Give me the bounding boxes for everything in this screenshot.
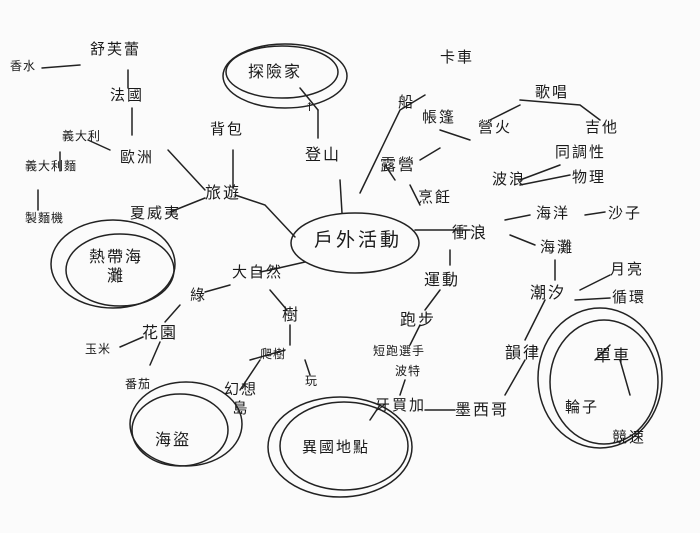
node-sand: 沙子	[608, 204, 643, 222]
bicycle-circle-inner	[549, 319, 659, 445]
node-exercise: 運動	[424, 270, 461, 289]
node-boat: 船	[398, 93, 416, 111]
node-ocean: 海洋	[536, 204, 571, 222]
node-perfume: 香水	[10, 59, 37, 73]
explorer-circle-inner	[225, 45, 339, 99]
node-mexico: 墨西哥	[455, 400, 510, 419]
node-jamaica: 牙買加	[375, 396, 427, 414]
explorer-circle	[222, 43, 348, 109]
center-outline	[290, 212, 420, 274]
node-bonfire: 營火	[478, 118, 513, 136]
node-travel: 旅遊	[205, 183, 242, 202]
node-name: 波特	[395, 364, 422, 378]
node-wheel: 輪子	[565, 398, 600, 416]
node-europe: 歐洲	[120, 148, 155, 166]
node-truck: 卡車	[440, 48, 475, 66]
node-nature: 大自然	[232, 263, 284, 281]
node-explorer: 探險家	[248, 62, 303, 81]
pirate-circle-inner	[131, 393, 229, 467]
node-rhythm2: 韻律	[505, 343, 542, 362]
node-backpack: 背包	[210, 120, 245, 138]
node-cooking: 烹飪	[418, 188, 453, 206]
node-climb: 登山	[305, 145, 342, 164]
node-sing: 歌唱	[535, 83, 570, 101]
map-circle	[267, 396, 413, 498]
tropical-beach-circle-inner	[65, 233, 175, 307]
node-sprinter: 短跑選手	[373, 344, 426, 358]
node-rhythm: 同調性	[555, 143, 607, 161]
node-play: 玩	[305, 374, 319, 388]
node-beach: 海灘	[540, 238, 575, 256]
node-fantasy: 幻想島	[223, 380, 258, 417]
node-noodle-making: 製麵機	[25, 211, 65, 225]
node-physics: 物理	[572, 168, 607, 186]
node-italian-noodle: 義大利麵	[25, 159, 78, 173]
node-garden: 花園	[142, 323, 179, 342]
node-perfume-brand: 舒芙蕾	[90, 40, 142, 58]
node-speed: 競速	[612, 428, 647, 446]
node-running: 跑步	[400, 310, 437, 329]
node-wave: 波浪	[492, 170, 527, 188]
node-camping: 露營	[380, 155, 417, 174]
node-bicycle: 單車	[595, 346, 632, 365]
map-circle-inner	[279, 401, 409, 491]
node-tree: 樹	[282, 305, 301, 324]
node-france: 法國	[110, 86, 145, 104]
node-tropical-beach: 熱帶海灘	[88, 247, 143, 285]
bicycle-circle	[537, 307, 663, 449]
node-green: 綠	[190, 286, 208, 304]
center-node: 戶外活動	[314, 229, 403, 251]
node-tomato: 番茄	[125, 377, 152, 391]
node-climb-tree: 爬樹	[260, 347, 287, 361]
node-surf: 衝浪	[452, 223, 489, 242]
tropical-beach-circle	[50, 219, 176, 309]
node-cycle: 循環	[612, 288, 647, 306]
node-map: 異國地點	[302, 438, 371, 456]
node-corn: 玉米	[85, 342, 112, 356]
node-guitar: 吉他	[585, 118, 620, 136]
node-pirate: 海盜	[155, 430, 192, 449]
node-moon: 月亮	[610, 260, 645, 278]
node-hawaii: 夏威夷	[130, 204, 182, 222]
node-tent: 帳篷	[422, 108, 457, 126]
node-italy: 義大利	[62, 129, 102, 143]
node-tide: 潮汐	[530, 283, 567, 302]
